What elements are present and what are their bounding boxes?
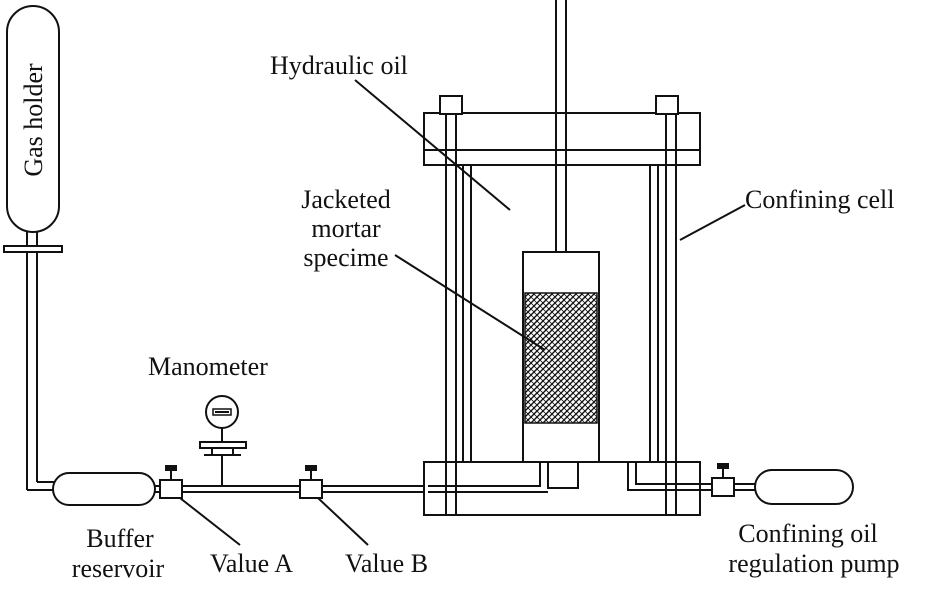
leader-lines: [179, 79, 746, 546]
gas-holder-label: Gas holder: [19, 63, 48, 177]
pump-valve: [711, 463, 735, 497]
jacketed-label-line3: specime: [303, 243, 388, 272]
valve-b: [299, 465, 323, 499]
hydraulic-oil-label: Hydraulic oil: [270, 51, 408, 80]
main-gas-line: [155, 485, 428, 493]
pump-line: [627, 462, 758, 491]
gas-holder: Gas holder: [3, 5, 63, 253]
buffer-label-line1: Buffer: [86, 524, 154, 553]
manometer: [199, 395, 247, 486]
manometer-label: Manometer: [148, 352, 268, 381]
gas-pipe: [26, 252, 60, 491]
jacketed-label-line1: Jacketed: [301, 185, 391, 214]
loading-rod: [555, 0, 567, 252]
valve-b-label: Value B: [345, 549, 428, 578]
confining-cell: [423, 95, 701, 516]
jacketed-label-line2: mortar: [311, 214, 381, 243]
buffer-reservoir: [52, 472, 156, 506]
buffer-label-line2: reservoir: [72, 554, 165, 583]
valve-a: [159, 465, 183, 499]
jacketed-specimen: [522, 251, 600, 463]
valve-a-label: Value A: [210, 549, 293, 578]
oil-pump: [754, 469, 854, 505]
cell-inlet-pipe: [428, 462, 548, 493]
pump-label-line1: Confining oil: [738, 519, 877, 548]
confining-cell-label: Confining cell: [745, 185, 894, 214]
pump-label-line2: regulation pump: [728, 549, 899, 578]
